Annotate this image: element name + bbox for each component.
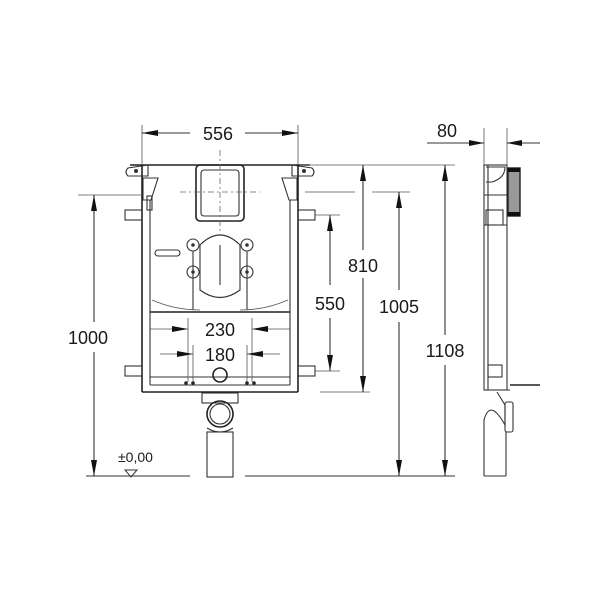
dimension-1108: 1108 xyxy=(426,165,465,476)
label-80: 80 xyxy=(437,121,457,141)
label-180: 180 xyxy=(205,345,235,365)
label-1108: 1108 xyxy=(426,341,465,361)
label-550: 550 xyxy=(315,294,345,314)
floor-level: ±0,00 xyxy=(86,449,455,478)
side-view: 80 xyxy=(427,121,540,477)
dimension-230-180: 230 180 xyxy=(150,318,290,382)
label-230: 230 xyxy=(205,320,235,340)
label-floor-zero: ±0,00 xyxy=(118,449,153,465)
label-1005: 1005 xyxy=(379,297,419,317)
label-1000: 1000 xyxy=(68,328,108,348)
label-556: 556 xyxy=(203,124,233,144)
dimension-556: 556 xyxy=(141,124,299,165)
front-frame xyxy=(124,150,316,478)
dimension-810: 810 xyxy=(300,164,455,393)
dimension-1005: 1005 xyxy=(372,191,419,476)
label-810: 810 xyxy=(348,256,378,276)
dimension-550: 550 xyxy=(315,214,345,372)
dimension-1000: 1000 xyxy=(68,194,142,476)
